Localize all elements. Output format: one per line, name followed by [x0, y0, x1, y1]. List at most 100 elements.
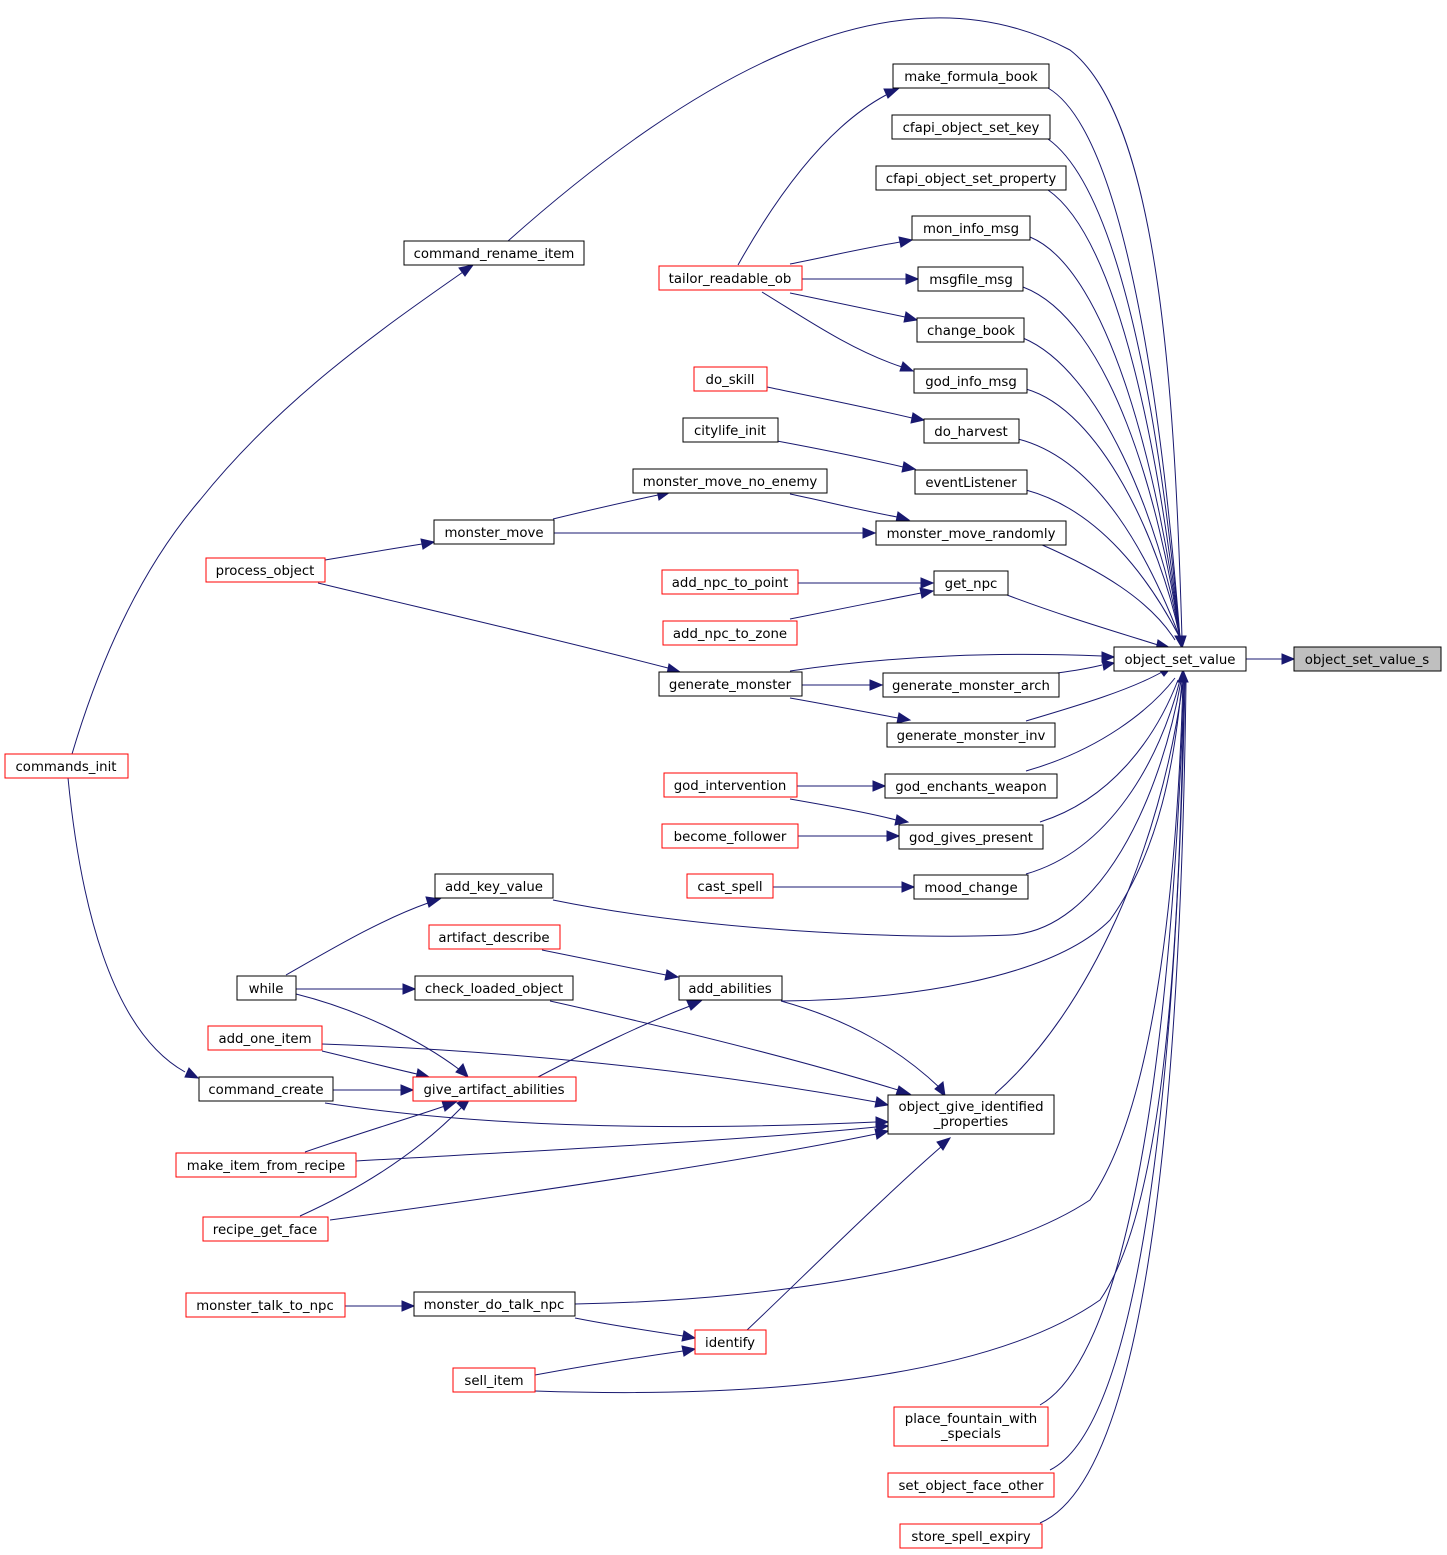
- node-god-intervention[interactable]: god_intervention: [663, 772, 798, 798]
- label-identify: identify: [705, 1336, 755, 1351]
- label-set-object-face-other: set_object_face_other: [899, 1479, 1045, 1494]
- node-object-set-value[interactable]: object_set_value: [1113, 646, 1247, 672]
- node-add-key-value[interactable]: add_key_value: [434, 873, 554, 899]
- edge-give-artifact-to-add-abilities: [537, 1000, 703, 1078]
- label-monster-move-randomly: monster_move_randomly: [887, 527, 1056, 542]
- label-become-follower: become_follower: [674, 830, 787, 845]
- node-tailor-readable-ob[interactable]: tailor_readable_ob: [658, 265, 803, 291]
- edge-command-create-to-ogip: [324, 1102, 890, 1128]
- label-generate-monster-inv: generate_monster_inv: [897, 729, 1046, 744]
- label-get-npc: get_npc: [945, 577, 998, 592]
- edge-event-listener: [1025, 489, 1181, 639]
- node-do-skill[interactable]: do_skill: [693, 366, 768, 392]
- node-command-create[interactable]: command_create: [198, 1076, 334, 1102]
- label-tailor-readable-ob: tailor_readable_ob: [669, 272, 792, 287]
- label-process-object: process_object: [216, 564, 315, 579]
- edge-god-enchants-weapon: [1025, 677, 1176, 772]
- node-object-give-identified-properties[interactable]: object_give_identified _properties: [887, 1094, 1055, 1135]
- label-god-enchants-weapon: god_enchants_weapon: [895, 780, 1047, 795]
- node-god-enchants-weapon[interactable]: god_enchants_weapon: [884, 773, 1058, 799]
- edge-monster-move-to-no-enemy: [552, 489, 672, 520]
- edge-while-to-check-loaded-object: [296, 983, 417, 995]
- label-god-info-msg: god_info_msg: [925, 375, 1017, 390]
- node-object-set-value-s[interactable]: object_set_value_s: [1293, 646, 1442, 672]
- edge-commands-init-to-command-rename-item: [71, 264, 475, 755]
- edge-cfapi-object-set-property: [1047, 189, 1181, 639]
- node-command-rename-item[interactable]: command_rename_item: [403, 240, 585, 266]
- node-store-spell-expiry[interactable]: store_spell_expiry: [899, 1523, 1043, 1549]
- node-monster-talk-to-npc[interactable]: monster_talk_to_npc: [185, 1292, 346, 1318]
- label-add-npc-to-zone: add_npc_to_zone: [673, 627, 787, 642]
- edge-msgfile-msg: [1022, 286, 1181, 639]
- label-command-create: command_create: [208, 1083, 323, 1098]
- label-god-intervention: god_intervention: [674, 779, 787, 794]
- edge-god-info-msg: [1025, 388, 1181, 639]
- node-god-info-msg[interactable]: god_info_msg: [913, 368, 1028, 394]
- node-identify[interactable]: identify: [694, 1329, 767, 1355]
- edge-generate-monster-to-inv: [789, 697, 912, 724]
- edge-god-intervention-to-enchants: [797, 780, 887, 792]
- edge-monster-talk-to-npc-to-monster-do-talk-npc: [345, 1300, 416, 1312]
- node-recipe-get-face[interactable]: recipe_get_face: [202, 1216, 329, 1242]
- node-make-formula-book[interactable]: make_formula_book: [892, 63, 1050, 89]
- label-artifact-describe: artifact_describe: [438, 931, 549, 946]
- node-god-gives-present[interactable]: god_gives_present: [898, 824, 1044, 850]
- edge-generate-monster-arch: [1056, 659, 1116, 674]
- node-add-npc-to-zone[interactable]: add_npc_to_zone: [662, 620, 798, 646]
- node-cast-spell[interactable]: cast_spell: [686, 873, 774, 899]
- node-place-fountain-with-specials[interactable]: place_fountain_with _specials: [893, 1406, 1049, 1447]
- label-give-artifact-abilities: give_artifact_abilities: [423, 1083, 564, 1098]
- node-monster-move-no-enemy[interactable]: monster_move_no_enemy: [632, 468, 828, 494]
- label-cfapi-object-set-property: cfapi_object_set_property: [886, 172, 1057, 187]
- node-mood-change[interactable]: mood_change: [913, 874, 1029, 900]
- edge-tailor-to-make-formula-book: [737, 88, 900, 266]
- label-command-rename-item: command_rename_item: [414, 247, 575, 262]
- edge-monster-move-randomly: [1039, 543, 1176, 641]
- edge-change-book: [1022, 337, 1181, 639]
- edge-add-abilities: [780, 680, 1183, 1002]
- node-generate-monster-inv[interactable]: generate_monster_inv: [886, 722, 1056, 748]
- edge-artifact-describe-to-add-abilities: [541, 949, 680, 981]
- edge-make-item-to-give-artifact: [304, 1100, 458, 1153]
- node-monster-move-randomly[interactable]: monster_move_randomly: [875, 520, 1067, 546]
- nodes: object_set_value_s object_set_value make…: [4, 63, 1442, 1549]
- node-generate-monster-arch[interactable]: generate_monster_arch: [882, 672, 1060, 698]
- node-sell-item[interactable]: sell_item: [452, 1367, 536, 1393]
- label-recipe-get-face: recipe_get_face: [213, 1223, 317, 1238]
- node-get-npc[interactable]: get_npc: [933, 570, 1009, 596]
- node-change-book[interactable]: change_book: [916, 317, 1025, 343]
- node-monster-do-talk-npc[interactable]: monster_do_talk_npc: [413, 1291, 576, 1317]
- node-check-loaded-object[interactable]: check_loaded_object: [414, 975, 574, 1001]
- node-add-npc-to-point[interactable]: add_npc_to_point: [661, 569, 799, 595]
- node-add-one-item[interactable]: add_one_item: [207, 1025, 323, 1051]
- node-cfapi-object-set-key[interactable]: cfapi_object_set_key: [891, 114, 1051, 140]
- edge-tailor-to-god-info-msg: [761, 291, 915, 372]
- node-give-artifact-abilities[interactable]: give_artifact_abilities: [412, 1076, 577, 1102]
- edge-mood-change: [1025, 679, 1181, 875]
- node-commands-init[interactable]: commands_init: [4, 753, 129, 779]
- node-event-listener[interactable]: eventListener: [914, 469, 1028, 495]
- label-monster-talk-to-npc: monster_talk_to_npc: [196, 1299, 334, 1314]
- node-add-abilities[interactable]: add_abilities: [678, 975, 783, 1001]
- node-do-harvest[interactable]: do_harvest: [923, 418, 1020, 444]
- node-cfapi-object-set-property[interactable]: cfapi_object_set_property: [875, 165, 1067, 191]
- node-make-item-from-recipe[interactable]: make_item_from_recipe: [175, 1152, 357, 1178]
- edge-god-gives-present: [1039, 679, 1179, 823]
- node-msgfile-msg[interactable]: msgfile_msg: [917, 266, 1024, 292]
- edge-mon-info-msg: [1029, 236, 1181, 639]
- node-monster-move[interactable]: monster_move: [433, 519, 555, 545]
- node-become-follower[interactable]: become_follower: [661, 823, 799, 849]
- node-mon-info-msg[interactable]: mon_info_msg: [911, 215, 1031, 241]
- node-generate-monster[interactable]: generate_monster: [658, 671, 803, 697]
- node-artifact-describe[interactable]: artifact_describe: [428, 924, 561, 950]
- edge-command-create-to-give-artifact: [333, 1084, 415, 1096]
- label-while: while: [249, 982, 284, 997]
- edge-cast-spell-to-mood-change: [773, 881, 916, 893]
- node-citylife-init[interactable]: citylife_init: [682, 417, 779, 443]
- label-object-set-value-s: object_set_value_s: [1305, 653, 1430, 668]
- node-while[interactable]: while: [236, 975, 297, 1001]
- label-add-abilities: add_abilities: [688, 982, 771, 997]
- node-set-object-face-other[interactable]: set_object_face_other: [887, 1472, 1055, 1498]
- node-process-object[interactable]: process_object: [205, 557, 326, 583]
- edge-tailor-to-change-book: [789, 292, 919, 323]
